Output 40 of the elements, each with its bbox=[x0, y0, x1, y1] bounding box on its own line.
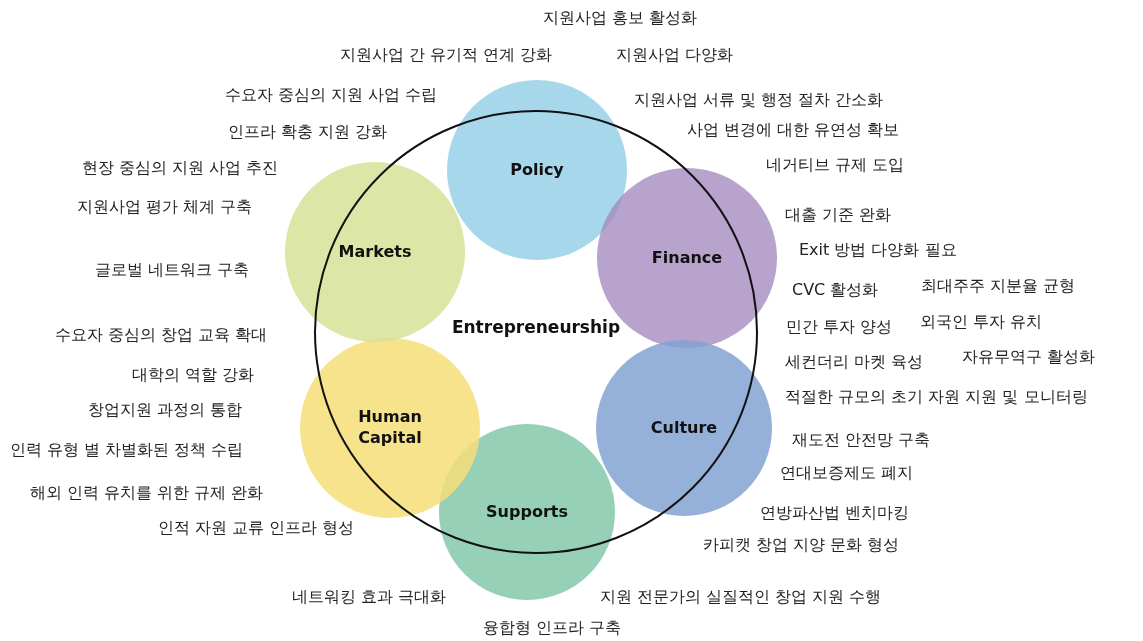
note-text: 세컨더리 마켓 육성 bbox=[785, 352, 924, 372]
note-text: 해외 인력 유치를 위한 규제 완화 bbox=[30, 483, 264, 503]
note-text: Exit 방법 다양화 필요 bbox=[799, 240, 957, 260]
note-text: 네거티브 규제 도입 bbox=[766, 155, 905, 175]
note-text: 창업지원 과정의 통합 bbox=[88, 400, 243, 420]
note-text: CVC 활성화 bbox=[792, 280, 879, 300]
note-text: 인프라 확충 지원 강화 bbox=[228, 122, 388, 142]
note-text: 대학의 역할 강화 bbox=[132, 365, 255, 385]
circle-label: Culture bbox=[649, 417, 719, 439]
note-text: 연대보증제도 폐지 bbox=[780, 463, 914, 483]
note-text: 인적 자원 교류 인프라 형성 bbox=[158, 518, 355, 538]
circle-label: Finance bbox=[650, 247, 724, 269]
circle-label: Policy bbox=[509, 159, 565, 181]
note-text: 자유무역구 활성화 bbox=[962, 347, 1096, 367]
note-text: 네트워킹 효과 극대화 bbox=[292, 587, 447, 607]
note-text: 수요자 중심의 창업 교육 확대 bbox=[55, 325, 268, 345]
note-text: 융합형 인프라 구축 bbox=[483, 618, 622, 638]
note-text: 최대주주 지분율 균형 bbox=[921, 276, 1076, 296]
circle-label: Markets bbox=[337, 241, 413, 263]
note-text: 수요자 중심의 지원 사업 수립 bbox=[225, 85, 438, 105]
note-text: 지원사업 평가 체계 구축 bbox=[77, 197, 253, 217]
note-text: 대출 기준 완화 bbox=[785, 205, 892, 225]
note-text: 카피캣 창업 지양 문화 형성 bbox=[703, 535, 900, 555]
circle-label: Supports bbox=[485, 501, 569, 523]
note-text: 지원사업 다양화 bbox=[616, 45, 734, 65]
note-text: 민간 투자 양성 bbox=[786, 317, 893, 337]
center-title: Entrepreneurship bbox=[451, 317, 621, 337]
circle-label: Human Capital bbox=[357, 407, 423, 449]
note-text: 지원사업 홍보 활성화 bbox=[543, 8, 698, 28]
note-text: 연방파산법 벤치마킹 bbox=[760, 503, 910, 523]
note-text: 적절한 규모의 초기 자원 지원 및 모니터링 bbox=[785, 387, 1088, 407]
note-text: 지원사업 서류 및 행정 절차 간소화 bbox=[634, 90, 884, 110]
note-text: 인력 유형 별 차별화된 정책 수립 bbox=[10, 440, 244, 460]
note-text: 지원사업 간 유기적 연계 강화 bbox=[340, 45, 553, 65]
note-text: 현장 중심의 지원 사업 추진 bbox=[82, 158, 279, 178]
note-text: 재도전 안전망 구축 bbox=[792, 430, 931, 450]
note-text: 외국인 투자 유치 bbox=[920, 312, 1043, 332]
note-text: 글로벌 네트워크 구축 bbox=[95, 260, 250, 280]
note-text: 사업 변경에 대한 유연성 확보 bbox=[687, 120, 900, 140]
note-text: 지원 전문가의 실질적인 창업 지원 수행 bbox=[600, 587, 882, 607]
